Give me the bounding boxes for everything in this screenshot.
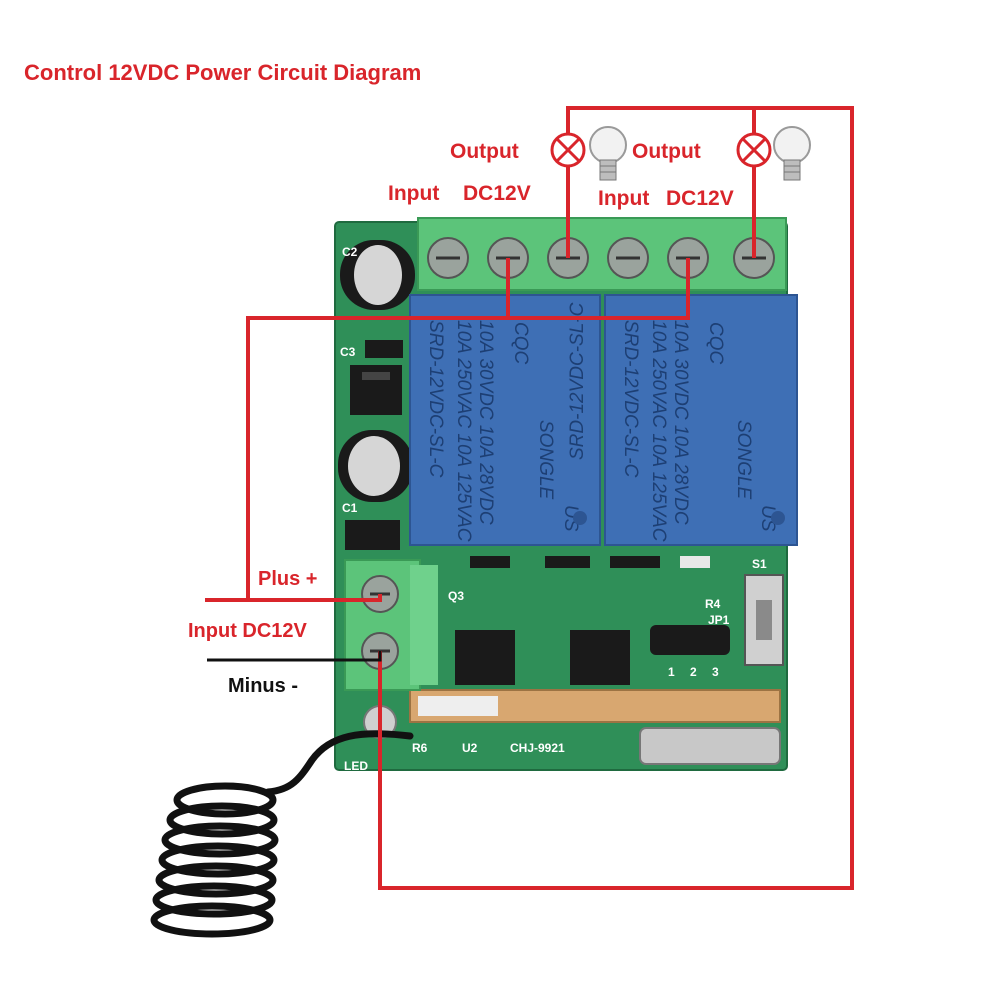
silk-jumper-1: 1 <box>668 665 675 679</box>
silk-r4: R4 <box>705 597 721 611</box>
module-label: CHJ-9921 <box>510 741 565 755</box>
light-bulb-icon-right <box>773 126 811 181</box>
led-chip <box>680 556 710 568</box>
relay-2-screw <box>771 511 785 525</box>
relay-2-brand: SONGLE <box>733 420 754 500</box>
silk-r6: R6 <box>412 741 428 755</box>
label-output-left: Output <box>450 140 519 163</box>
antenna-coil <box>150 730 414 938</box>
top-terminal-block <box>417 217 787 291</box>
relay-1-rating-1: 10A 250VAC 10A 125VAC <box>453 320 474 542</box>
silk-s1: S1 <box>752 557 767 571</box>
silk-jumper-2: 2 <box>690 665 697 679</box>
ic-chip-1 <box>455 630 515 685</box>
wire-minus <box>207 651 382 662</box>
silk-c3: C3 <box>340 345 356 359</box>
receiver-module: U2 CHJ-9921 R6 LED <box>344 689 781 773</box>
label-input-left-b: DC12V <box>463 182 531 205</box>
label-output-right: Output <box>632 140 701 163</box>
terminal-screw-1 <box>427 237 469 279</box>
silk-jp1: JP1 <box>708 613 730 627</box>
crystal <box>639 727 781 765</box>
label-input-power: Input DC12V <box>188 620 308 642</box>
relay-1-us: US <box>560 505 581 532</box>
power-terminal-block <box>344 559 438 739</box>
diode-2 <box>545 556 590 568</box>
ic-chip-2 <box>570 630 630 685</box>
label-plus: Plus + <box>258 568 317 590</box>
regulator-chip: C3 <box>340 340 403 415</box>
label-input-right-a: Input <box>598 187 649 210</box>
jumper-header <box>650 625 730 655</box>
relay-2-cert: CQC <box>705 322 726 365</box>
relay-2-rating-1: 10A 250VAC 10A 125VAC <box>648 320 669 542</box>
relay-2-rating-2: 10A 30VDC 10A 28VDC <box>670 320 691 525</box>
relay-2: SRD-12VDC-SL-C 10A 250VAC 10A 125VAC 10A… <box>604 294 798 546</box>
diode-3 <box>610 556 660 568</box>
relay-1-rating-2: 10A 30VDC 10A 28VDC <box>475 320 496 525</box>
relay-2-us: US <box>757 505 778 532</box>
relay-2-model-text: SRD-12VDC-SL-C <box>620 320 641 478</box>
silk-led: LED <box>344 759 368 773</box>
relay-1: SRD-12VDC-SL-C SRD-12VDC-SL-C 10A 250VAC… <box>409 294 601 546</box>
terminal-screw-4 <box>607 237 649 279</box>
capacitor-c2: C2 <box>340 240 415 310</box>
light-bulb-icon-left <box>589 126 627 181</box>
silk-u2: U2 <box>462 741 478 755</box>
relay-1-cert: CQC <box>510 322 531 365</box>
silk-c1: C1 <box>342 501 358 515</box>
wire-input-left <box>205 258 510 602</box>
label-minus: Minus - <box>228 675 298 697</box>
silk-c2: C2 <box>342 245 358 259</box>
label-input-right-b: DC12V <box>666 187 734 210</box>
relay-1-model-text: SRD-12VDC-SL-C <box>425 320 446 478</box>
smd-component <box>345 520 400 550</box>
lamp-symbol-right <box>736 132 772 168</box>
lamp-symbol-left <box>550 132 586 168</box>
silk-q3: Q3 <box>448 589 464 603</box>
diode-1 <box>470 556 510 568</box>
silk-jumper-3: 3 <box>712 665 719 679</box>
capacitor-c1: C1 <box>338 430 413 515</box>
relay-1-model: SRD-12VDC-SL-C <box>567 302 588 460</box>
lower-board-area: Q3 R4 JP1 S1 1 2 3 <box>420 550 784 700</box>
label-input-left-a: Input <box>388 182 439 205</box>
relay-1-screw <box>573 511 587 525</box>
diagram-title: Control 12VDC Power Circuit Diagram <box>24 60 421 85</box>
wire-plus <box>248 594 382 602</box>
relay-1-brand: SONGLE <box>535 420 556 500</box>
wire-input-right <box>508 258 690 320</box>
